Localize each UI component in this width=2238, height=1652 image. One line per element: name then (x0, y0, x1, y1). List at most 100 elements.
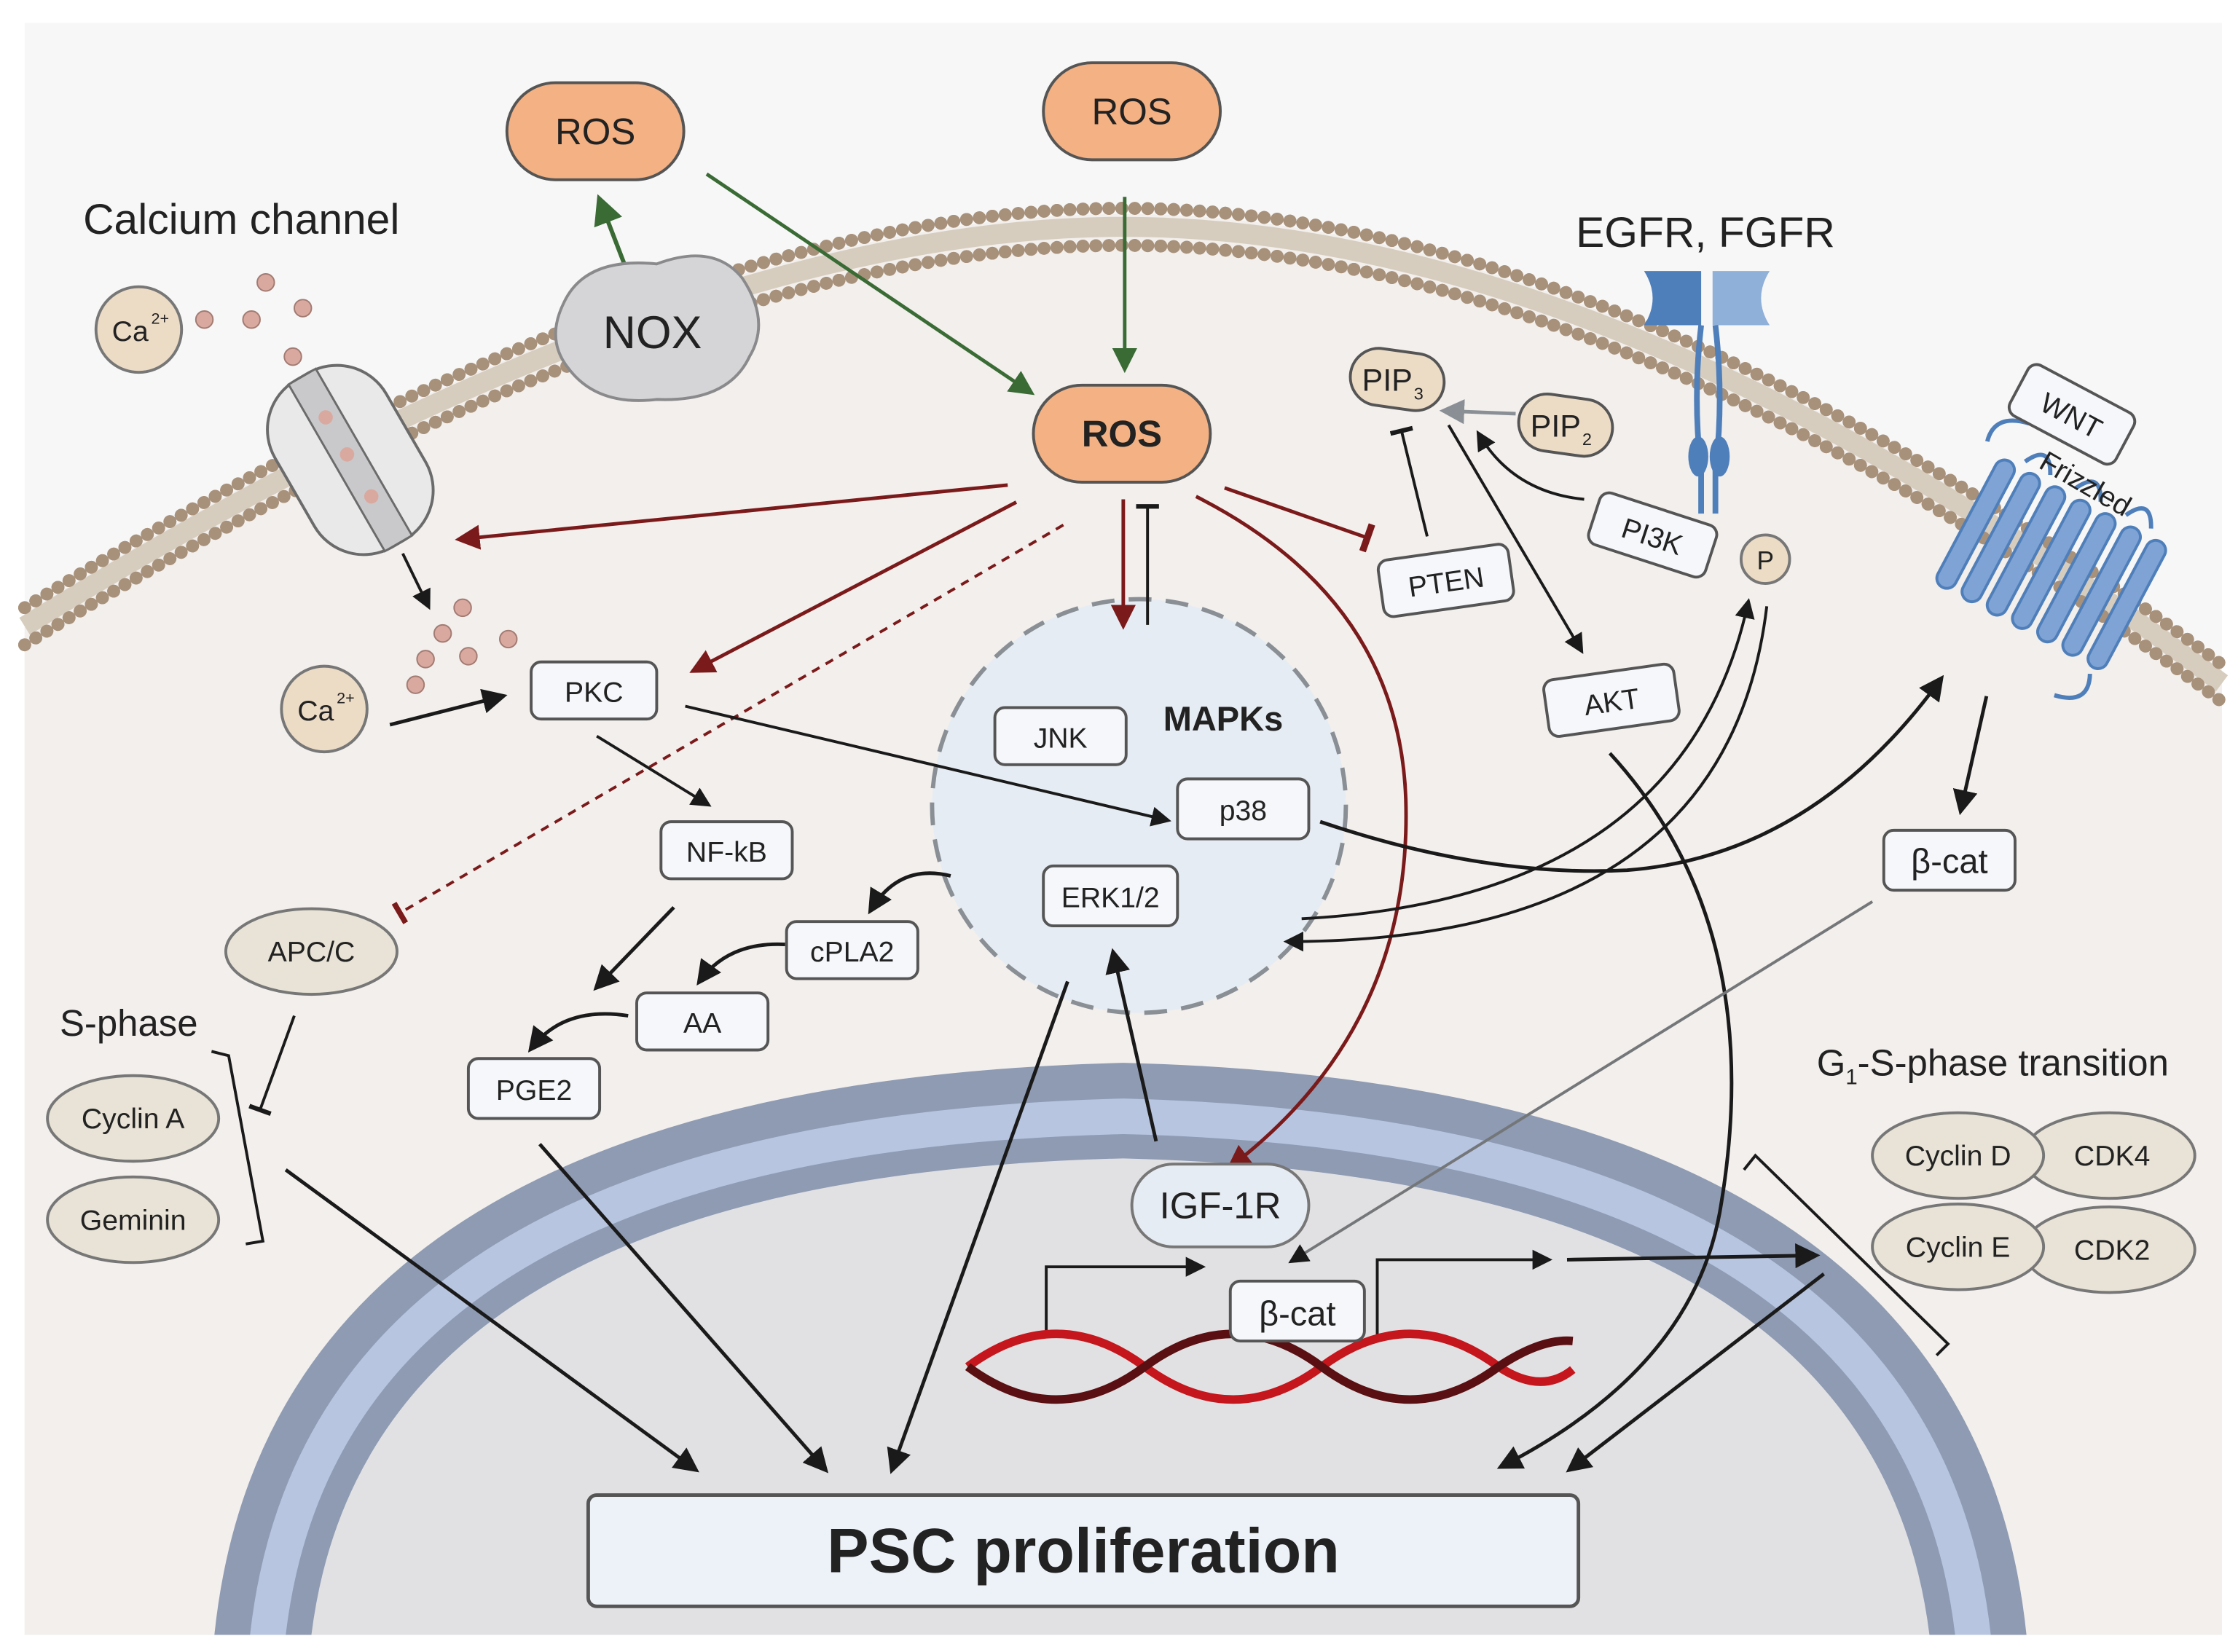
calcium-channel-label: Calcium channel (83, 196, 399, 243)
arrow-ros-to-channel (455, 483, 1008, 550)
erk-label: ERK1/2 (1061, 883, 1160, 914)
arrow-ca-to-pkc (389, 688, 508, 727)
geminin-node: Geminin (46, 1175, 221, 1264)
sphase-bracket (211, 1050, 265, 1246)
arrow-g1s-to-psc (1566, 1273, 1826, 1473)
g1s-bracket (1743, 1153, 1950, 1357)
cdk2-label: CDK2 (2074, 1235, 2150, 1266)
apcc-node: APC/C (224, 907, 398, 996)
arrow-frizzled-to-bcat (1952, 696, 1989, 816)
calcium-ions (195, 273, 518, 694)
arrow-pip2-to-pip3 (1439, 399, 1516, 425)
g1s-label-sub: 1 (1845, 1065, 1857, 1089)
arrow-nfkb-to-pge2 (593, 905, 675, 991)
cyclin-e-label: Cyclin E (1906, 1232, 2011, 1263)
arrow-mapks-to-cpla2 (868, 871, 951, 915)
ros-left-label: ROS (555, 111, 635, 152)
arrow-nox-to-ros (594, 194, 631, 275)
cyclin-d-label: Cyclin D (1905, 1141, 2011, 1172)
nfkb-node: NF-kB (659, 820, 794, 881)
arrow-pkc-to-p38 (685, 704, 1171, 827)
arrow-ros-to-igf1r (1195, 495, 1408, 1171)
cdk4-node: CDK4 (2022, 1111, 2196, 1200)
cyclin-e-node: Cyclin E (1871, 1203, 2046, 1291)
arrow-cpla2-to-aa (696, 942, 785, 986)
frizzled-receptor-icon (1935, 418, 2167, 700)
arrow-pip3-to-akt (1447, 424, 1584, 654)
arrow-igf1r-to-erk (1105, 948, 1158, 1142)
cyclin-a-label: Cyclin A (82, 1104, 185, 1135)
inhibit-ros-apcc (391, 524, 1064, 924)
erk-node: ERK1/2 (1042, 864, 1179, 928)
pkc-node: PKC (530, 660, 659, 721)
cyclin-a-node: Cyclin A (46, 1074, 221, 1163)
cpla2-label: cPLA2 (810, 937, 894, 968)
ros-main-label: ROS (1082, 413, 1162, 455)
igf1r-node: IGF-1R (1130, 1163, 1311, 1248)
pi3k-node: PI3K (1587, 491, 1719, 579)
akt-node: AKT (1542, 662, 1681, 738)
pathway-arrows (211, 172, 1989, 1474)
p38-node: p38 (1176, 777, 1311, 841)
calcium-channel-icon (266, 363, 435, 556)
cdk4-label: CDK4 (2074, 1141, 2150, 1172)
ros-top-label: ROS (1091, 90, 1171, 132)
arrow-to-g1s (1566, 1243, 1821, 1269)
pip3-label: PIP (1362, 363, 1412, 398)
g1s-label-rest: -S-phase transition (1858, 1042, 2169, 1084)
arrow-ros-to-pkc (689, 500, 1018, 673)
pip2-node: PIP 2 (1517, 392, 1614, 458)
phosphate-label: P (1756, 546, 1774, 575)
geminin-label: Geminin (80, 1205, 186, 1236)
jnk-node: JNK (993, 706, 1128, 766)
arrow-transcription-1 (1045, 1256, 1206, 1339)
arrow-transcription-2 (1375, 1249, 1553, 1339)
bcat-nuc-label: β-cat (1259, 1294, 1335, 1332)
egfr-receptor-icon (1644, 271, 1770, 514)
egfr-fgfr-label: EGFR, FGFR (1576, 209, 1835, 256)
jnk-label: JNK (1034, 723, 1088, 754)
arrow-pge2-to-psc (538, 1143, 829, 1474)
mapks-compartment (930, 597, 1348, 1015)
psc-proliferation-label: PSC proliferation (827, 1516, 1340, 1586)
ros-node-left: ROS (505, 81, 686, 181)
pip2-label: PIP (1531, 409, 1581, 444)
dna-helix-icon (965, 1329, 1576, 1404)
ca-outside-charge: 2+ (152, 310, 170, 328)
mapks-label: MAPKs (1163, 699, 1284, 738)
inhibit-ros-pten (1224, 486, 1375, 553)
pge2-label: PGE2 (496, 1075, 572, 1106)
arrow-p38-to-frizzled (1319, 674, 1944, 873)
inhibit-pten-pip3 (1389, 425, 1429, 537)
g1s-label: G1-S-phase transition (1817, 1042, 2169, 1090)
arrow-aa-to-pge2 (527, 1012, 629, 1053)
nfkb-label: NF-kB (686, 837, 767, 868)
arrow-bcat-to-nucleus (1288, 900, 1874, 1264)
arrow-pi3k-to-pip3 (1476, 430, 1585, 501)
arrow-ros-to-ros (705, 172, 1035, 396)
ros-node-top: ROS (1042, 61, 1222, 162)
g1s-label-g: G (1817, 1042, 1846, 1084)
ros-node-main: ROS (1032, 383, 1212, 484)
psc-proliferation-box: PSC proliferation (586, 1493, 1581, 1608)
ca-outside-node: Ca 2+ (94, 285, 184, 374)
pip3-node: PIP 3 (1348, 347, 1446, 412)
igf1r-label: IGF-1R (1160, 1185, 1281, 1227)
aa-node: AA (635, 991, 770, 1052)
nox-label: NOX (603, 307, 702, 358)
arrow-erk-to-p (1301, 598, 1755, 921)
cpla2-node: cPLA2 (785, 920, 919, 980)
phosphate-node: P (1739, 533, 1791, 586)
ca-inside-charge: 2+ (337, 690, 355, 707)
akt-label: AKT (1582, 683, 1641, 722)
arrow-p-to-erk (1283, 606, 1769, 952)
bcat-cyto-label: β-cat (1911, 842, 1987, 881)
aa-label: AA (683, 1008, 722, 1039)
nox-enzyme-icon (554, 254, 761, 402)
ca-inside-label: Ca (297, 696, 334, 727)
pten-node: PTEN (1376, 543, 1515, 618)
p38-label: p38 (1220, 795, 1267, 827)
pge2-node: PGE2 (466, 1057, 602, 1120)
apcc-label: APC/C (268, 937, 356, 968)
